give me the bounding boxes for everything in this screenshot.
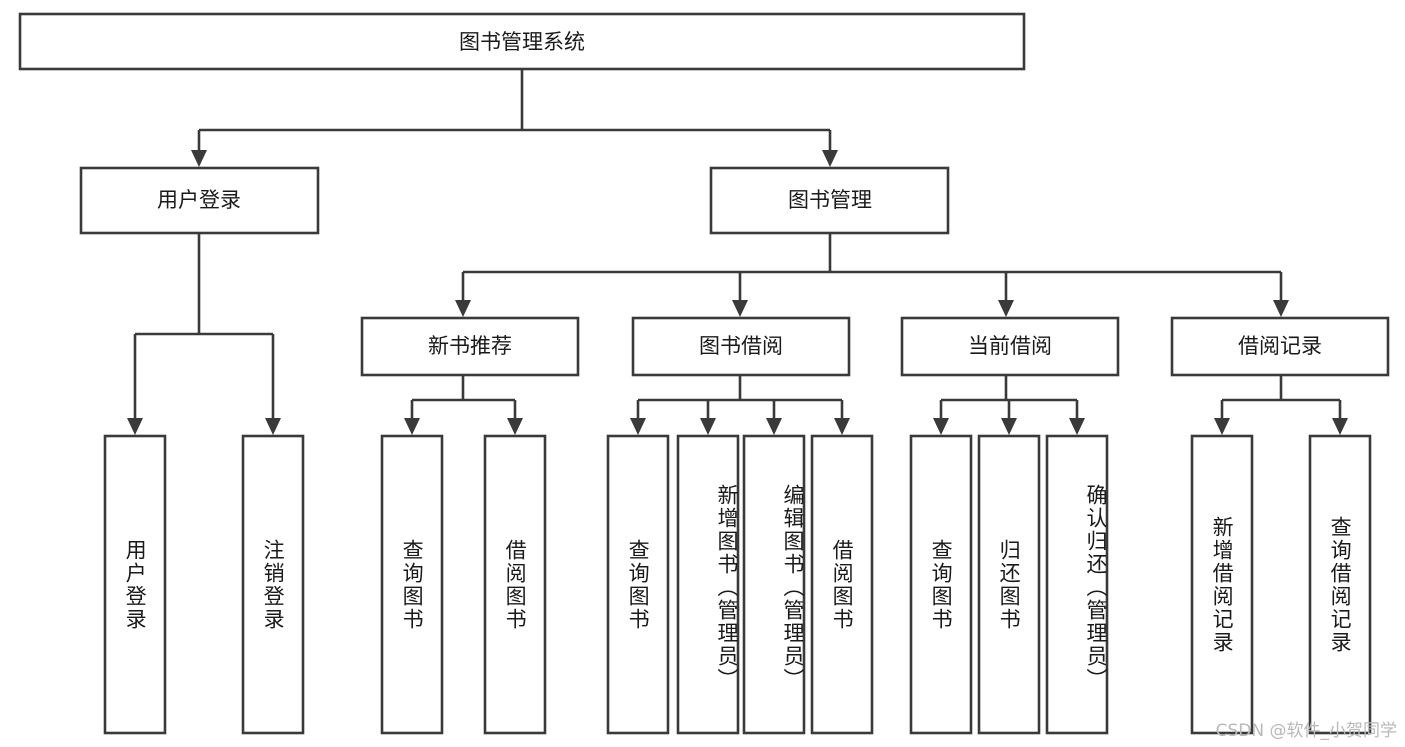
node-book-management[interactable]: 图书管理 (709, 166, 950, 235)
node-user-login-box[interactable] (79, 166, 320, 235)
leaf-boxes-user-login (103, 434, 305, 735)
arrowhead-borrow-record-leaf-1 (1332, 418, 1348, 435)
arrowhead-new-book-recommend (455, 300, 471, 317)
node-new-book-recommend-box[interactable] (360, 316, 580, 377)
node-borrow-record[interactable]: 借阅记录 (1170, 316, 1390, 377)
leaf-boxes-current-borrow (909, 434, 1109, 735)
arrowhead-user-login-leaf-0 (127, 418, 143, 435)
arrowhead-new-book-leaf-1 (507, 418, 523, 435)
node-borrow-record-label: 借阅记录 (1238, 334, 1322, 358)
arrowhead-user-login-leaf-1 (265, 418, 281, 435)
node-book-borrow-box[interactable] (631, 316, 851, 377)
connector-group-new-book-recommend (404, 375, 523, 435)
arrowhead-new-book-leaf-0 (404, 418, 420, 435)
arrowhead-current-borrow-leaf-2 (1069, 418, 1085, 435)
connector-group-user-login (127, 233, 281, 435)
leaf-box-book-borrow-3[interactable] (810, 434, 874, 735)
leaf-box-current-borrow-0[interactable] (909, 434, 973, 735)
node-current-borrow-label: 当前借阅 (968, 334, 1052, 358)
arrowhead-book-borrow-leaf-2 (766, 418, 782, 435)
node-user-login[interactable]: 用户登录 (79, 166, 320, 235)
leaf-box-new-book-1[interactable] (483, 434, 547, 735)
connector-group-book-mgmt (455, 233, 1289, 317)
leaf-box-book-borrow-1[interactable] (676, 434, 740, 735)
node-current-borrow-box[interactable] (900, 316, 1120, 377)
node-root[interactable]: 图书管理系统 (18, 12, 1026, 71)
node-book-borrow[interactable]: 图书借阅 (631, 316, 851, 377)
arrowhead-current-borrow (998, 300, 1014, 317)
node-new-book-recommend-label: 新书推荐 (428, 334, 512, 358)
arrowhead-current-borrow-leaf-0 (933, 418, 949, 435)
node-book-management-label: 图书管理 (788, 188, 872, 212)
connector-group-book-borrow (630, 375, 850, 435)
arrowhead-book-mgmt (822, 150, 838, 167)
arrowhead-borrow-record (1273, 300, 1289, 317)
arrowhead-book-borrow-leaf-0 (630, 418, 646, 435)
leaf-box-current-borrow-2[interactable] (1045, 434, 1109, 735)
arrowhead-user-login (191, 150, 207, 167)
arrowhead-book-borrow-leaf-1 (700, 418, 716, 435)
leaf-boxes-book-borrow (606, 434, 874, 735)
leaf-boxes-borrow-record (1190, 434, 1372, 735)
leaf-box-user-login-1[interactable] (241, 434, 305, 735)
node-book-management-box[interactable] (709, 166, 950, 235)
leaf-box-borrow-record-0[interactable] (1190, 434, 1254, 735)
node-root-label: 图书管理系统 (459, 30, 585, 54)
arrowhead-borrow-record-leaf-0 (1214, 418, 1230, 435)
leaf-box-borrow-record-1[interactable] (1308, 434, 1372, 735)
node-root-box[interactable] (18, 12, 1026, 71)
arrowhead-book-borrow-leaf-3 (834, 418, 850, 435)
leaf-box-current-borrow-1[interactable] (977, 434, 1041, 735)
connector-group-borrow-record (1214, 375, 1348, 435)
leaf-box-book-borrow-0[interactable] (606, 434, 670, 735)
leaf-boxes-new-book-recommend (380, 434, 547, 735)
node-borrow-record-box[interactable] (1170, 316, 1390, 377)
connector-group-root (191, 69, 838, 167)
node-current-borrow[interactable]: 当前借阅 (900, 316, 1120, 377)
arrowhead-book-borrow (732, 300, 748, 317)
leaf-box-new-book-0[interactable] (380, 434, 444, 735)
leaf-box-book-borrow-2[interactable] (742, 434, 806, 735)
node-new-book-recommend[interactable]: 新书推荐 (360, 316, 580, 377)
node-book-borrow-label: 图书借阅 (699, 334, 783, 358)
connector-group-current-borrow (933, 375, 1085, 435)
node-user-login-label: 用户登录 (157, 188, 241, 212)
leaf-box-user-login-0[interactable] (103, 434, 167, 735)
csdn-watermark: CSDN @软件_小贺同学 (1215, 721, 1397, 741)
arrowhead-current-borrow-leaf-1 (1001, 418, 1017, 435)
